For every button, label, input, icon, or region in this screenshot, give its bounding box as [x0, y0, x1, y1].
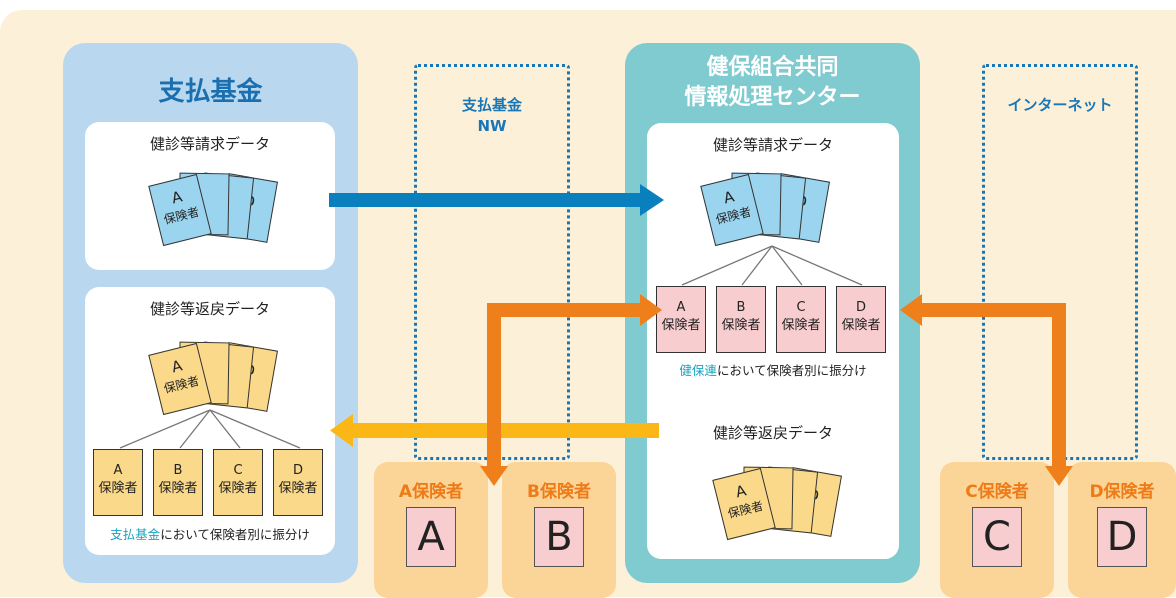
insurer-a-letter: A	[406, 507, 456, 567]
fund-claim-card: 健診等請求データ D C B A 保険者	[85, 122, 335, 270]
insurer-d-name: D保険者	[1089, 482, 1155, 502]
fund-sort-caption: 支払基金において保険者別に振分け	[110, 527, 310, 542]
center-claim-title: 健診等請求データ	[712, 136, 833, 154]
fund-return-title: 健診等返戻データ	[149, 300, 270, 318]
orange-arrow-a	[480, 294, 662, 486]
center-sort-caption: 健保連において保険者別に振分け	[679, 363, 867, 378]
fund-return-card: 健診等返戻データ D C B A 保険者 A保険者 B保険者 C保険者 D保険者…	[85, 287, 335, 555]
orange-arrow-d	[900, 294, 1073, 486]
center-return-card: 健診等返戻データ D C B A 保険者	[647, 411, 899, 559]
split-line-b	[741, 245, 773, 286]
insurer-c-letter: C	[972, 507, 1022, 567]
split-line-c	[209, 409, 241, 449]
insurer-d: D保険者 D	[1068, 462, 1176, 598]
center-title: 健保組合共同情報処理センター	[684, 55, 861, 110]
split-line-d	[209, 409, 301, 449]
split-line-b	[179, 409, 211, 449]
claim-arrow	[329, 184, 664, 216]
return-arrow	[330, 414, 659, 447]
split-line-c	[771, 245, 803, 286]
insurer-a: A保険者 A	[374, 462, 488, 598]
split-line-a	[681, 245, 773, 286]
fund-panel: 支払基金 健診等請求データ D C B A 保険者 健診等返戻データ D C B…	[63, 43, 358, 583]
insurer-a-name: A保険者	[398, 482, 464, 502]
insurer-b-letter: B	[534, 507, 584, 567]
insurer-b: B保険者 B	[502, 462, 616, 598]
split-line-d	[771, 245, 863, 286]
internet-title: インターネット	[1007, 96, 1113, 114]
insurer-d-letter: D	[1097, 507, 1147, 567]
fund-title: 支払基金	[158, 77, 263, 107]
insurer-b-name: B保険者	[527, 482, 591, 502]
insurer-c-name: C保険者	[965, 482, 1029, 502]
split-line-a	[119, 409, 211, 449]
center-return-title: 健診等返戻データ	[712, 424, 833, 442]
fund-claim-title: 健診等請求データ	[149, 135, 270, 153]
center-split-lines	[681, 245, 863, 286]
fund-split-lines	[119, 409, 301, 449]
insurer-c: C保険者 C	[940, 462, 1054, 598]
